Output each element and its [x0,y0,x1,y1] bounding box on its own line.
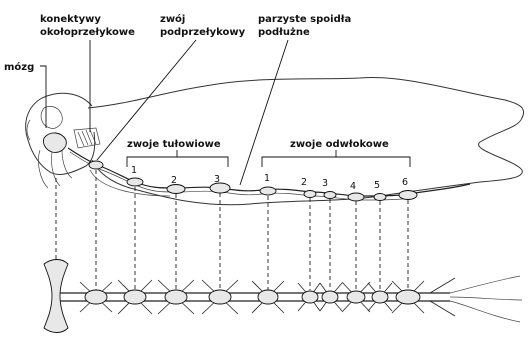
label-subeso-l2: podprzełykowy [160,27,246,38]
ladder-ganglion-t2 [165,290,187,304]
ladder-ganglion-a6 [396,290,420,304]
label-subesophageal: zwój podprzełykowy [160,13,246,38]
ladder-ganglion-a1 [258,290,278,304]
leader-connectives [240,40,288,185]
mouthparts [38,150,72,188]
ganglion-body-a2 [304,191,316,198]
label-thoracic: zwoje tułowiowe [127,139,221,150]
ladder-ganglion-a3 [322,291,338,303]
ladder-ganglion-t3 [209,290,231,304]
ganglion-body-a4 [348,193,364,201]
thoracic-num-2: 2 [171,175,177,186]
ladder-ganglion-a4 [347,291,365,303]
label-connectives: parzyste spoidła podłużne [258,14,355,38]
abdominal-num-6: 6 [402,177,408,188]
label-abdominal: zwoje odwłokowe [290,139,389,150]
abdominal-num-2: 2 [301,177,307,188]
abdominal-num-4: 4 [350,181,356,192]
ganglion-body-a5 [374,194,386,201]
abdominal-num-5: 5 [374,180,380,191]
label-connect-l1: parzyste spoidła [258,14,351,25]
label-circum-l1: konektywy [40,14,101,25]
ladder-brain [44,260,68,333]
label-subeso-l1: zwój [160,13,185,25]
ladder-ganglion-t1 [124,290,146,304]
ganglion-body-a6 [399,191,417,200]
ganglion-subesophageal [89,161,103,169]
thoracic-bracket [127,157,228,167]
abdominal-num-3: 3 [322,178,328,189]
label-circumesophageal: konektywy okołoprzełykowe [40,14,135,38]
ganglion-body-a3 [324,192,336,199]
abdominal-bracket [262,157,410,167]
label-brain: mózg [4,61,34,73]
label-connect-l2: podłużne [258,27,310,38]
neck-hatching [74,128,100,148]
ladder-ganglion-a5 [372,291,388,303]
ganglion-body-t1 [127,178,143,186]
thoracic-num-3: 3 [214,174,220,185]
thoracic-num-1: 1 [131,165,137,176]
label-circum-l2: okołoprzełykowe [40,27,135,38]
abdominal-num-1: 1 [264,173,270,184]
ganglion-body-a1 [260,187,276,195]
ladder-system [44,260,522,333]
head-inner [41,106,62,128]
head-brain-shape [43,133,66,152]
ladder-ganglion-a2 [302,291,318,303]
ladder-ganglion-subesophageal [85,290,107,304]
